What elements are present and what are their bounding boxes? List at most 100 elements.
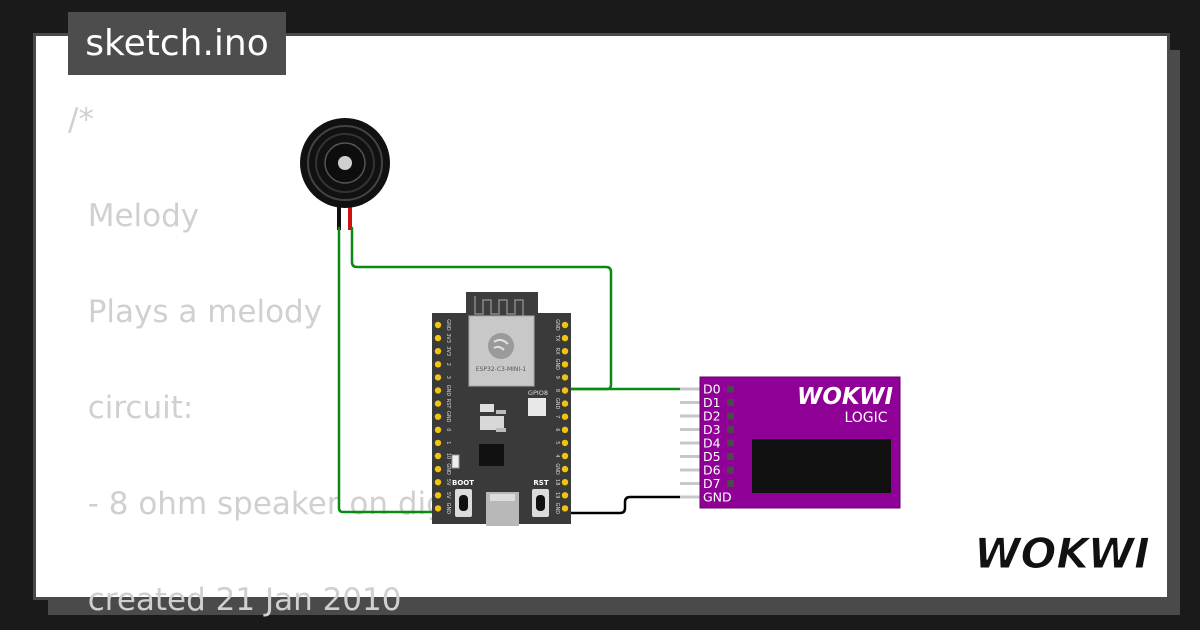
module-label: ESP32-C3-MINI-1 — [476, 366, 527, 373]
pin-label: 7 — [554, 415, 560, 418]
board-pin[interactable] — [434, 361, 442, 368]
board-pin[interactable] — [434, 452, 442, 460]
wokwi-logo: WOKWI — [974, 529, 1150, 579]
board-pin[interactable] — [434, 505, 442, 512]
pin-label: GND — [445, 463, 451, 475]
analyzer-pin[interactable] — [680, 387, 700, 391]
board-pin[interactable] — [434, 492, 442, 499]
pin-label: 8 — [554, 389, 560, 392]
board-pin[interactable] — [434, 400, 442, 407]
board-pin[interactable] — [434, 465, 442, 473]
board-pin[interactable] — [434, 439, 442, 447]
board-pin[interactable] — [434, 479, 442, 486]
channel-led — [727, 439, 734, 447]
board-pin[interactable] — [561, 492, 569, 499]
board-pin[interactable] — [561, 452, 569, 460]
code-line: Plays a melody — [68, 294, 323, 330]
pin-label: GND — [445, 385, 451, 397]
rst-label: RST — [533, 479, 548, 487]
pin-label: TX — [554, 334, 560, 342]
analyzer-brand: WOKWI — [797, 384, 893, 410]
analyzer-display — [752, 439, 891, 493]
board-pin[interactable] — [434, 348, 442, 355]
pin-label: GND — [445, 411, 451, 423]
wire-buzzer-gnd[interactable] — [337, 226, 438, 514]
analyzer-channel-label: D6 — [703, 463, 721, 478]
pin-label: RX — [554, 348, 560, 355]
board-pin[interactable] — [561, 439, 569, 447]
board-pin[interactable] — [561, 479, 569, 486]
pin-label: 5V — [445, 492, 451, 499]
board-pin[interactable] — [561, 387, 569, 394]
analyzer-channel-label: D3 — [703, 422, 721, 437]
channel-led — [727, 453, 734, 460]
board-pin[interactable] — [561, 374, 569, 381]
board-pin[interactable] — [561, 465, 569, 473]
analyzer-channel-label: D1 — [703, 395, 721, 410]
esp32-c3-board[interactable]: ESP32-C3-MINI-1 GPIO8 BOOT RST GND3V33V3… — [432, 292, 571, 526]
board-pin[interactable] — [434, 374, 442, 381]
pin-label: RST — [445, 399, 451, 410]
code-line: Melody — [68, 198, 200, 234]
channel-led — [727, 466, 734, 474]
filename-tab[interactable]: sketch.ino — [68, 12, 286, 75]
board-pin[interactable] — [434, 387, 442, 394]
channel-led — [727, 385, 734, 393]
board-pin[interactable] — [434, 426, 442, 433]
board-pin[interactable] — [434, 413, 442, 420]
board-pin[interactable] — [561, 413, 569, 420]
analyzer-pin[interactable] — [680, 414, 700, 418]
board-pin[interactable] — [561, 505, 569, 512]
pin-label: 18 — [554, 479, 560, 485]
analyzer-pin[interactable] — [680, 455, 700, 458]
board-pin[interactable] — [434, 321, 442, 329]
board-pin[interactable] — [434, 334, 442, 342]
analyzer-channel-label: D4 — [703, 436, 721, 451]
pin-label: 3 — [445, 376, 451, 379]
gpio-label: GPIO8 — [528, 389, 548, 397]
pin-label: GND — [445, 503, 451, 515]
board-pin[interactable] — [561, 400, 569, 407]
analyzer-channel-label: D0 — [703, 382, 721, 397]
pin-label: 6 — [554, 428, 560, 431]
analyzer-pin[interactable] — [680, 441, 700, 445]
espressif-logo-icon — [488, 333, 514, 359]
pin-label: 10 — [445, 453, 451, 459]
code-line: circuit: — [68, 390, 194, 426]
pin-label: 3V3 — [445, 346, 451, 356]
board-pin[interactable] — [561, 321, 569, 329]
pin-label: GND — [554, 398, 560, 410]
analyzer-pin-header — [680, 387, 700, 499]
usb-chip — [479, 444, 504, 466]
pin-label: GND — [554, 319, 560, 331]
board-pin[interactable] — [561, 361, 569, 368]
analyzer-pin[interactable] — [680, 401, 700, 404]
analyzer-channel-label: D5 — [703, 449, 721, 464]
pin-label: GND — [554, 503, 560, 515]
analyzer-pin[interactable] — [680, 468, 700, 472]
pin-label: 19 — [554, 492, 560, 498]
pin-label: GND — [554, 359, 560, 371]
analyzer-pin[interactable] — [680, 495, 700, 499]
channel-led — [727, 399, 734, 406]
channel-led — [727, 480, 734, 487]
wire-gnd-analyzer[interactable] — [564, 495, 702, 515]
piezo-buzzer[interactable] — [300, 118, 390, 230]
preview-card — [33, 33, 1170, 600]
pin-label: 2 — [445, 363, 451, 366]
boot-label: BOOT — [452, 479, 474, 487]
analyzer-pin[interactable] — [680, 482, 700, 485]
board-pin[interactable] — [561, 426, 569, 433]
board-pin[interactable] — [561, 334, 569, 342]
pin-label: GND — [554, 463, 560, 475]
analyzer-pin[interactable] — [680, 428, 700, 431]
analyzer-subtitle: LOGIC — [844, 410, 887, 426]
pin-label: GND — [445, 319, 451, 331]
analyzer-channel-label: D7 — [703, 476, 721, 491]
channel-led — [727, 412, 734, 420]
board-pin[interactable] — [561, 348, 569, 355]
